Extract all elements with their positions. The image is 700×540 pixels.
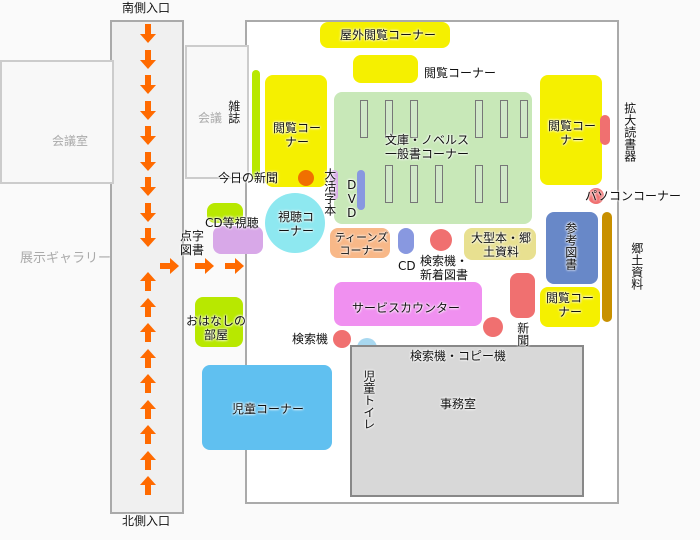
shelf [500,100,508,138]
shelf [520,100,528,138]
todays-newspaper-label: 今日の新聞 [218,171,279,185]
shelf [385,165,393,203]
cd-label: CD [398,259,416,273]
search-terminal-marker [333,330,351,348]
service-counter-label: サービスカウンター [352,301,461,315]
oversize-local-label: 大型本・郷土資料 [470,231,531,259]
large-print-label: 大活字本 [322,168,337,216]
north-entrance-label: 北側入口 [122,514,171,528]
large-print-shelf [330,170,338,200]
outdoor-reading-label: 屋外閲覧コーナー [340,28,437,42]
cd-listening-zone [207,203,243,223]
search-new-label: 検索機・新着図書 [419,254,468,282]
magnifier-label: 拡大読書器 [622,102,637,162]
reading-right-bottom-zone [540,287,600,327]
shelf [475,165,483,203]
pc-marker [588,188,604,204]
newspaper-label: 新聞 [515,322,530,346]
search-new-marker [430,229,452,251]
av-corner-zone [265,193,325,253]
search-copy-label: 検索機・コピー機 [410,349,507,363]
shelf [410,100,418,138]
reading-right-top-label: 閲覧コーナー [548,119,597,147]
search-terminal-label: 検索機 [292,332,329,346]
shelf [475,100,483,138]
dvd-label: DVD [344,178,359,220]
magnifier-zone [600,115,610,145]
braille-label: 点字図書 [179,229,204,257]
meeting-room-2-label: 会議 [198,111,223,125]
oversize-local-zone [464,228,536,260]
service-counter-zone [334,282,482,326]
teens-zone [330,228,390,258]
south-entrance-label: 南側入口 [122,1,171,15]
reading-left-zone [265,75,327,187]
magazines-label: 雑誌 [226,100,241,124]
reading-top-zone [353,55,418,83]
office-label: 事務室 [440,397,477,411]
reading-right-top-zone [540,75,602,185]
shelf [385,100,393,138]
reading-right-bottom-label: 閲覧コーナー [545,291,594,319]
newspaper-rack [510,273,535,318]
magazine-rack [252,70,260,180]
braille-zone [213,226,263,254]
kids-toilet-label: 児童トイレ [361,370,376,430]
meeting-room-label: 会議室 [52,134,89,148]
shelf [410,165,418,203]
reference-zone [546,212,598,284]
meeting-room [0,60,114,184]
pc-corner-label: パソコンコーナー [585,189,682,203]
av-corner-label: 視聴コーナー [277,210,314,238]
general-books-label: 文庫・ノベルス 一般書コーナー [385,133,470,161]
storytelling-zone [195,297,243,347]
outdoor-reading-zone [320,22,450,48]
reading-top-label: 閲覧コーナー [424,66,497,80]
gallery-label: 展示ギャラリー [20,251,112,266]
todays-newspaper-marker [298,170,314,186]
reading-left-label: 閲覧コーナー [272,121,321,149]
reference-label: 参考図書 [563,222,578,270]
storytelling-label: おはなしの部屋 [186,314,247,342]
meeting-room-2 [185,45,249,179]
kids-corner-label: 児童コーナー [232,402,305,416]
kids-corner-zone [202,365,332,450]
cd-listening-label: CD等視聴 [205,216,259,230]
shelf [360,100,368,138]
shelf [435,165,443,203]
shelf [500,165,508,203]
teens-label: ティーンズコーナー [334,231,389,257]
cd-shelf [398,228,414,254]
local-materials-shelf [602,212,612,322]
office-room [350,345,584,497]
local-materials-label: 郷土資料 [629,242,644,290]
dvd-shelf [357,170,365,210]
search-copy-marker [483,317,503,337]
